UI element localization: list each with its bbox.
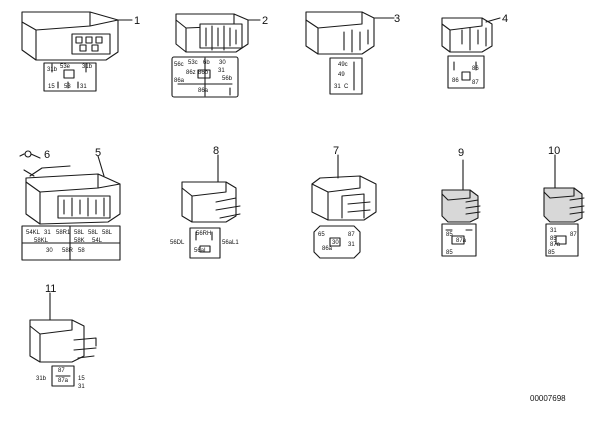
- relay-part-1[interactable]: [21, 11, 133, 92]
- pin-label: 85: [548, 250, 555, 256]
- pin-label: 30: [46, 248, 53, 254]
- pin-label: 56aL1: [222, 240, 239, 246]
- part-number-3: 3: [394, 13, 400, 25]
- part-number-2: 2: [262, 15, 268, 27]
- pin-label: 58L: [74, 230, 85, 236]
- pin-label: 85: [446, 232, 453, 238]
- pin-label: 31: [550, 228, 557, 234]
- relay-part-8[interactable]: [181, 154, 241, 259]
- relay-part-2[interactable]: [171, 13, 261, 98]
- pin-label: 30: [332, 240, 339, 246]
- pin-label: 87: [348, 232, 355, 238]
- pin-label: 54KL: [26, 230, 41, 236]
- pin-label: 31: [80, 84, 87, 90]
- pin-label: 87a: [58, 378, 69, 384]
- part-number-10: 10: [548, 145, 560, 157]
- pin-label: 87: [472, 80, 479, 86]
- relay-part-4[interactable]: [441, 17, 501, 89]
- relay-part-7[interactable]: [311, 154, 377, 259]
- pin-label: C: [344, 84, 349, 90]
- pin-label: 58L: [88, 230, 99, 236]
- pin-label: 86: [472, 66, 479, 72]
- part-number-6: 6: [44, 149, 50, 161]
- pin-label: 56b: [222, 76, 233, 82]
- pin-label: 87: [58, 368, 65, 374]
- pin-label: 58KL: [34, 238, 49, 244]
- pin-label: 58: [78, 248, 85, 254]
- relay-part-10[interactable]: [543, 154, 585, 257]
- pin-label: 56c: [174, 62, 184, 68]
- pin-label: 65: [318, 232, 325, 238]
- pin-label: 56aL: [194, 248, 208, 254]
- pin-label: 85: [446, 250, 453, 256]
- pin-label: 31: [218, 68, 225, 74]
- pin-label: 58R1: [56, 230, 71, 236]
- pin-label: 31b: [47, 67, 58, 73]
- pin-label: 53c: [188, 60, 198, 66]
- screw-part-6[interactable]: [19, 150, 41, 159]
- pin-label: 30: [219, 60, 226, 66]
- pin-label: 15: [78, 376, 85, 382]
- pin-label: 86a: [174, 78, 185, 84]
- relay-part-3[interactable]: [305, 11, 395, 95]
- pin-label: 6b: [203, 60, 210, 66]
- pin-label: 86b: [198, 70, 209, 76]
- pin-label: 49c: [338, 62, 348, 68]
- pin-label: 87a: [550, 242, 561, 248]
- part-number-11: 11: [45, 283, 56, 295]
- pin-label: 86: [452, 78, 459, 84]
- part-number-8: 8: [213, 145, 219, 157]
- pin-label: 53e: [60, 64, 71, 70]
- pin-label: 86a: [198, 88, 209, 94]
- relay-part-5[interactable]: [21, 155, 121, 261]
- pin-label: 87: [570, 232, 577, 238]
- pin-label: 15: [48, 84, 55, 90]
- drawing-code: 00007698: [530, 394, 566, 403]
- pin-label: 31: [334, 84, 341, 90]
- part-number-4: 4: [502, 13, 508, 25]
- pin-label: 58R: [62, 248, 74, 254]
- pin-label: 85: [550, 236, 557, 242]
- part-number-5: 5: [95, 147, 101, 159]
- relay-part-11[interactable]: [29, 292, 97, 387]
- pin-label: 49: [338, 72, 345, 78]
- part-number-9: 9: [458, 147, 464, 159]
- pin-label: 31b: [82, 64, 93, 70]
- pin-label: 31b: [36, 376, 47, 382]
- pin-label: 31: [44, 230, 51, 236]
- pin-label: 53: [64, 84, 71, 90]
- part-number-1: 1: [134, 15, 140, 27]
- relay-part-9[interactable]: [441, 159, 481, 257]
- pin-label: 31: [348, 242, 355, 248]
- pin-label: 86a: [322, 246, 333, 252]
- pin-label: 86z: [186, 70, 196, 76]
- pin-label: 58K: [74, 238, 85, 244]
- pin-label: 31: [78, 384, 85, 390]
- pin-label: 87a: [456, 238, 467, 244]
- pin-label: 54L: [92, 238, 103, 244]
- pin-label: 56DL: [170, 240, 185, 246]
- part-number-7: 7: [333, 145, 339, 157]
- pin-label: 56RH: [196, 231, 211, 237]
- pin-label: 58L: [102, 230, 113, 236]
